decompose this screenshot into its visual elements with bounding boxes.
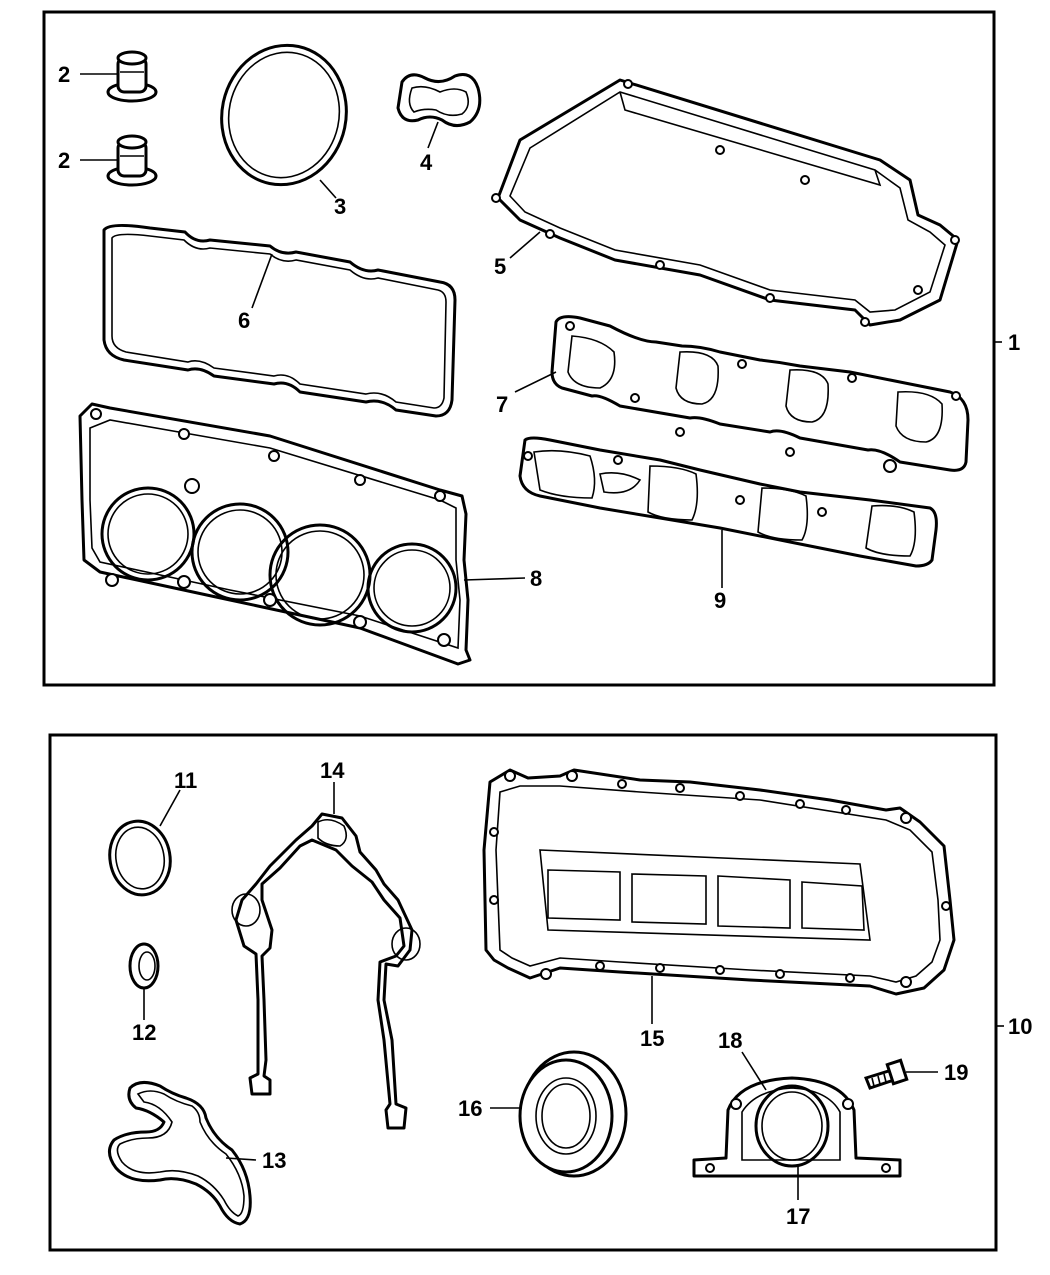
water-pump-gasket-13[interactable] [108,1081,252,1226]
lower-gasket-kit-panel [48,733,1004,1252]
valve-cover-gasket-6[interactable] [102,223,457,418]
callout-3: 3 [334,194,346,219]
exhaust-manifold-gasket-7[interactable] [550,315,970,473]
upper-gasket-kit-panel [42,10,1002,687]
leader-6 [251,253,273,309]
callout-5: 5 [494,254,506,279]
callout-14: 14 [320,758,345,783]
callout-2a: 2 [58,62,70,87]
callout-11: 11 [174,768,197,793]
leader-11 [159,789,181,827]
leader-8 [463,577,526,581]
timing-cover-gasket-14[interactable] [231,812,421,1130]
upper-kit-frame [42,10,996,687]
callout-1: 1 [1008,330,1020,355]
callout-7: 7 [496,392,508,417]
callout-9: 9 [714,588,726,613]
callout-12: 12 [132,1020,156,1045]
callout-6: 6 [238,308,250,333]
rear-main-seal-18[interactable] [754,1084,830,1168]
small-seal-12[interactable] [128,942,160,990]
oil-pan-gasket-15[interactable] [482,768,956,996]
intake-manifold-gasket-5[interactable] [491,78,960,327]
callout-13: 13 [262,1148,286,1173]
cylinder-head-gasket-8[interactable] [78,402,472,666]
valve-stem-seal-upper[interactable] [106,50,158,103]
leader-18 [741,1051,767,1091]
callout-4: 4 [420,150,433,175]
bolt-19[interactable] [864,1058,909,1090]
lower-kit-frame [48,733,998,1252]
callout-15: 15 [640,1026,664,1051]
callout-18: 18 [718,1028,742,1053]
valve-stem-seal-lower[interactable] [106,134,158,187]
rear-main-seal-retainer-17[interactable] [692,1076,902,1178]
small-gasket-4[interactable] [396,73,482,127]
callout-17: 17 [786,1204,810,1229]
leader-5 [509,231,541,259]
leader-13 [225,1157,257,1161]
callout-10: 10 [1008,1014,1032,1039]
crankshaft-front-seal-16[interactable] [518,1050,628,1178]
leader-3 [319,179,337,199]
leader-7 [514,371,557,393]
intake-port-gasket-9[interactable] [518,436,938,568]
leader-4 [427,121,439,149]
o-ring-11[interactable] [104,816,176,899]
callout-19: 19 [944,1060,968,1085]
callout-8: 8 [530,566,542,591]
callout-2b: 2 [58,148,70,173]
callout-16: 16 [458,1096,482,1121]
ring-gasket-3[interactable] [209,34,359,197]
